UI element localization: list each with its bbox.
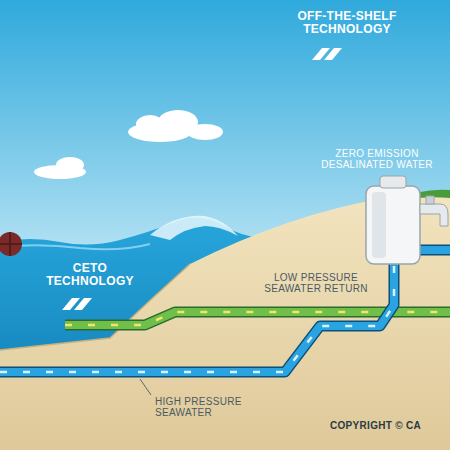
clouds — [34, 110, 223, 179]
heading-label: OFF-THE-SHELF TECHNOLOGY — [282, 10, 412, 36]
pipe-label: HIGH PRESSURE SEAWATER — [155, 396, 275, 418]
heading-label: CETO TECHNOLOGY — [30, 262, 150, 288]
desalination-unit — [366, 176, 448, 264]
ceto-buoy — [0, 232, 22, 256]
unit-label: ZERO EMISSION DESALINATED WATER — [318, 148, 436, 170]
high-pressure-pipe — [0, 250, 450, 372]
wave-line — [0, 244, 150, 249]
copyright-label: COPYRIGHT © CA — [330, 420, 446, 431]
wave-crest — [150, 216, 238, 240]
sky — [0, 0, 450, 265]
pipe-label: LOW PRESSURE SEAWATER RETURN — [255, 272, 377, 294]
leader-line — [140, 379, 151, 395]
